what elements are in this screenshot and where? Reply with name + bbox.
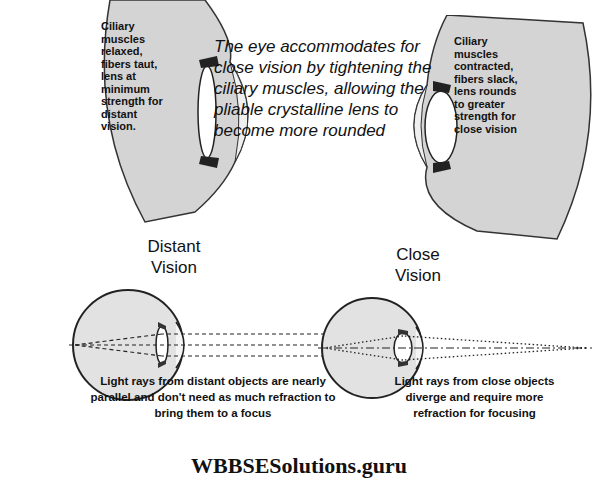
node-text: Ciliary muscles contracted, fibers slack… bbox=[454, 35, 526, 135]
ray-note: Light rays from distant objects are near… bbox=[88, 373, 338, 421]
crystalline-lens bbox=[198, 66, 216, 158]
optical-axis bbox=[318, 348, 592, 349]
eye-wall bbox=[414, 15, 591, 239]
ray-note: Light rays from close objects diverge an… bbox=[392, 373, 557, 421]
eye-cross-section: Ciliary muscles contracted, fibers slack… bbox=[405, 15, 595, 240]
section-heading: Close Vision bbox=[380, 244, 456, 286]
light-rays bbox=[68, 334, 332, 356]
node-text: Ciliary muscles relaxed, fibers taut, le… bbox=[101, 20, 165, 133]
ciliary-muscle bbox=[433, 81, 451, 173]
explanation-note: The eye accommodates for close vision by… bbox=[214, 36, 446, 141]
crystalline-lens bbox=[425, 91, 457, 163]
watermark: WBBSESolutions.guru bbox=[99, 452, 499, 480]
section-heading: Distant Vision bbox=[132, 236, 216, 278]
